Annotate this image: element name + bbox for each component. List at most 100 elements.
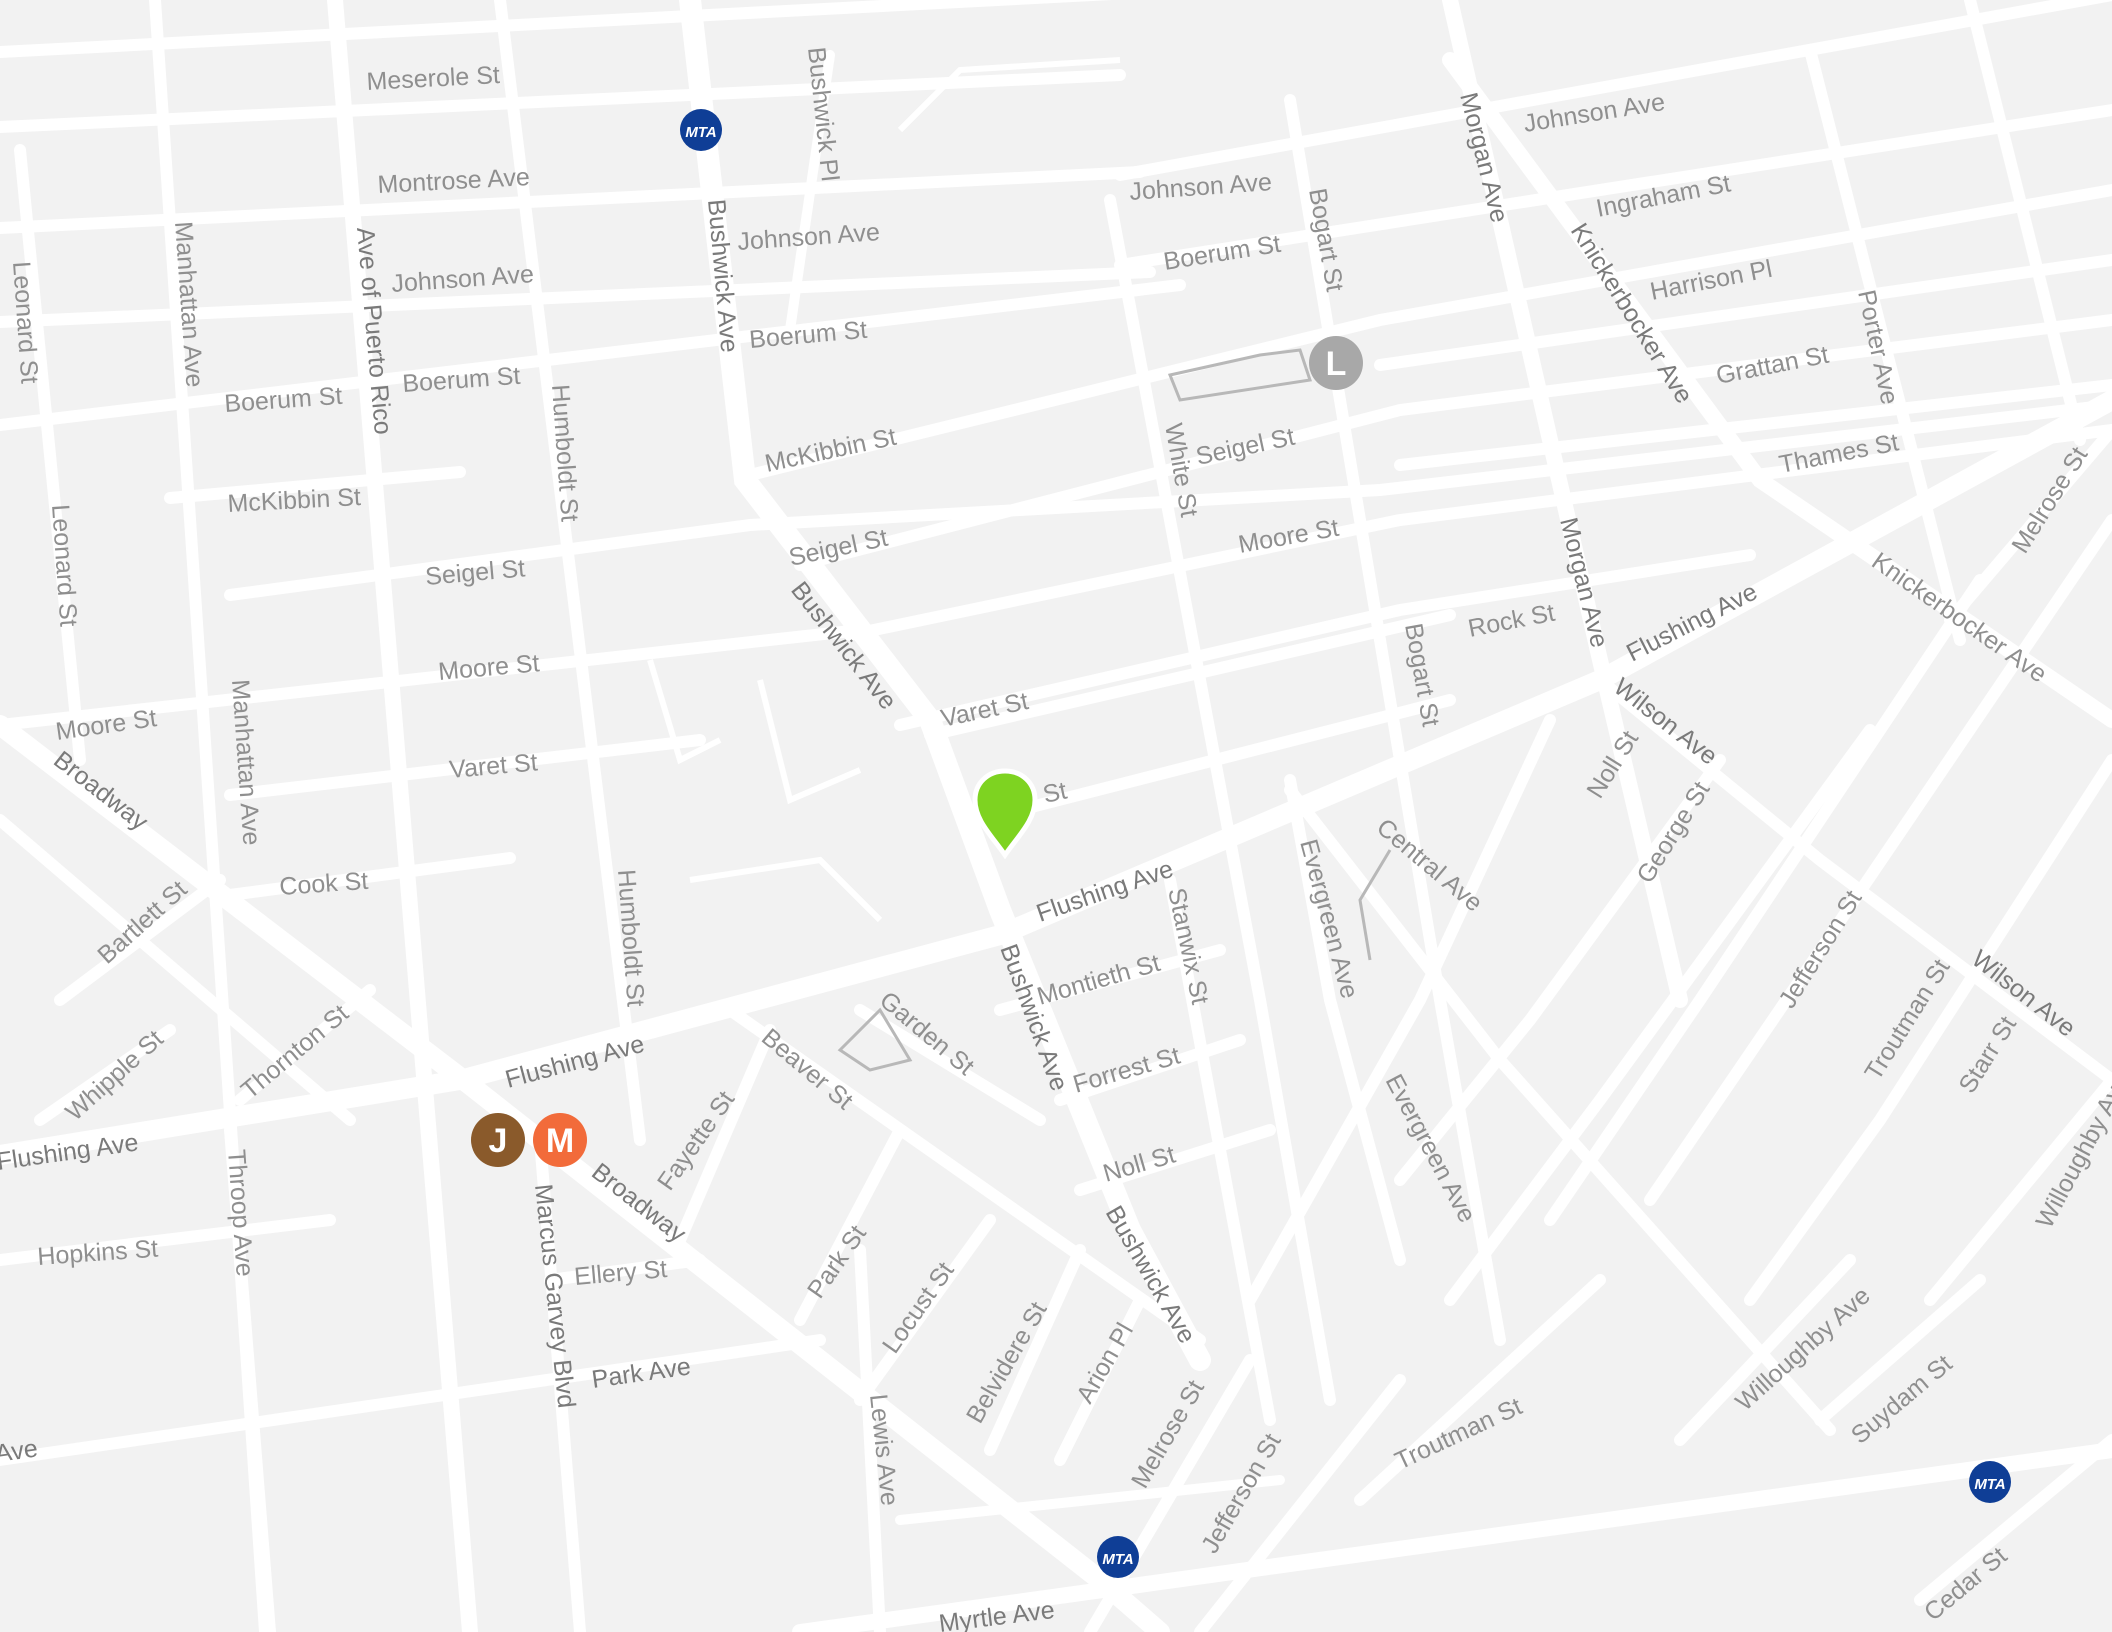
road-leonard-st: [14, 144, 86, 766]
line-j-circle-icon: [471, 1113, 525, 1167]
road-montrose-ave: [0, 69, 1126, 133]
road-troutman-st: [1354, 1274, 1606, 1506]
line-m-label: M: [546, 1122, 574, 1160]
park-path-2: [757, 679, 862, 805]
road-belvidere-st: [984, 1244, 1086, 1456]
road-ave-of-puerto-rico: [327, 0, 478, 1632]
park-path-3: [689, 856, 883, 923]
road-troutman-st-east: [1644, 514, 2112, 1206]
road-east-ave: [1964, 0, 2086, 446]
mta-logo-icon: [680, 109, 722, 151]
outline-garden-st: [837, 1007, 913, 1072]
road-beaver-st: [724, 1004, 1206, 1346]
road-george-st: [1394, 754, 1726, 1186]
mta-logo-icon: [1969, 1461, 2011, 1503]
road-mckibbin-st: [744, 184, 2112, 481]
outline-central-ave: [1358, 849, 1392, 961]
road-moore-st: [844, 424, 2112, 641]
road-cedar-st: [1914, 1434, 2112, 1606]
marker-shape: [972, 768, 1038, 860]
road-ellery-st: [544, 1254, 706, 1286]
road-grattan-st: [1394, 379, 2112, 471]
road-suydam-st: [1814, 1274, 1986, 1426]
mta-station-north[interactable]: MTA: [680, 109, 722, 151]
road-arion-pl: [1054, 1294, 1146, 1466]
road-montieth-st: [994, 944, 1226, 1016]
road-morgan-ave: [1442, 0, 1688, 1008]
road-noll-st-west: [1074, 1124, 1276, 1196]
road-park-ave: [0, 1334, 826, 1466]
road-willoughby-ave-east: [1924, 1074, 2112, 1306]
park-paths: [647, 57, 1121, 923]
road-park-st: [794, 1124, 906, 1326]
line-m-circle-icon: [533, 1113, 587, 1167]
road-bushwick-ave: [679, 0, 1211, 1371]
location-pin-icon[interactable]: [972, 768, 1038, 860]
road-johnson-ave-2: [0, 266, 1156, 328]
road-thornton-st: [234, 984, 376, 1106]
road-jefferson-st-east: [1544, 574, 1986, 1226]
road-bartlett-st-area: [0, 814, 356, 1126]
road-fayette-st: [674, 1024, 776, 1246]
road-marcus-garvey-blvd: [534, 1134, 586, 1632]
mta-station-south[interactable]: MTA: [1097, 1536, 1139, 1578]
subway-line-m-badge[interactable]: M: [533, 1113, 587, 1167]
road-willoughby-ave: [1674, 1254, 1856, 1446]
road-boerum-st: [0, 279, 1186, 431]
road-varet-st: [924, 609, 1456, 741]
park-path-4: [897, 57, 1121, 133]
road-johnson-ave-east: [1114, 0, 2112, 181]
road-st-fragment: [994, 694, 1456, 821]
landmark-outlines: [837, 348, 1392, 1072]
road-mckibbin-st-west: [164, 466, 466, 504]
mta-label: MTA: [1974, 1476, 2005, 1493]
road-varet-st-west: [224, 734, 706, 801]
road-evergreen-ave: [1284, 774, 1406, 1266]
line-l-label: L: [1326, 345, 1347, 383]
road-cook-st: [224, 852, 516, 901]
road-myrtle-ave: [792, 1442, 2112, 1632]
road-moore-st-north: [224, 399, 2112, 601]
road-flushing-ave: [0, 390, 2112, 1165]
subway-line-j-badge[interactable]: J: [471, 1113, 525, 1167]
road-starr-st: [1744, 754, 2112, 1306]
station-outline-l: [1167, 348, 1312, 402]
road-rock-st: [894, 549, 1756, 731]
road-throop-ave: [224, 1124, 276, 1632]
label-meserole-st: Meserole St: [366, 61, 501, 96]
road-melrose-st-south: [1444, 724, 1876, 1306]
road-wilson-ave: [1594, 674, 2112, 1086]
road-hopkins-st: [0, 1214, 336, 1266]
mta-logo-icon: [1097, 1536, 1139, 1578]
road-lewis-ave: [854, 1244, 886, 1632]
mta-station-east[interactable]: MTA: [1969, 1461, 2011, 1503]
road-bogart-st: [1284, 94, 1506, 1346]
road-ingraham-st: [1114, 104, 2112, 271]
road-noll-st: [1244, 714, 1556, 1306]
road-forrest-st: [1054, 1034, 1246, 1106]
park-path-1: [647, 659, 722, 765]
road-melrose-st-east: [1944, 424, 2112, 626]
road-harrison-pl: [1374, 254, 2112, 371]
road-moore-st-west: [0, 624, 866, 731]
road-myrtle-ave-north: [895, 1475, 1285, 1525]
line-l-circle-icon: [1309, 336, 1363, 390]
road-broadway: [0, 715, 1170, 1632]
line-j-label: J: [489, 1122, 508, 1160]
road-bartlett-st: [54, 874, 226, 1006]
label-mckibbin-st-1: McKibbin St: [227, 483, 362, 518]
road-bushwick-pl: [785, 50, 835, 335]
road-johnson-ave-west: [0, 166, 1146, 234]
label-cook-st: Cook St: [278, 867, 369, 901]
subway-line-l-badge[interactable]: L: [1309, 336, 1363, 390]
road-humboldt-st: [494, 0, 646, 1146]
mta-label: MTA: [685, 124, 716, 141]
road-white-st: [1104, 194, 1336, 1406]
road-whipple-st: [34, 1024, 176, 1126]
road-knickerbocker-ave: [1442, 52, 2112, 728]
road-meserole-st: [0, 0, 1112, 58]
mta-label: MTA: [1102, 1551, 1133, 1568]
road-locust-st: [854, 1214, 996, 1406]
